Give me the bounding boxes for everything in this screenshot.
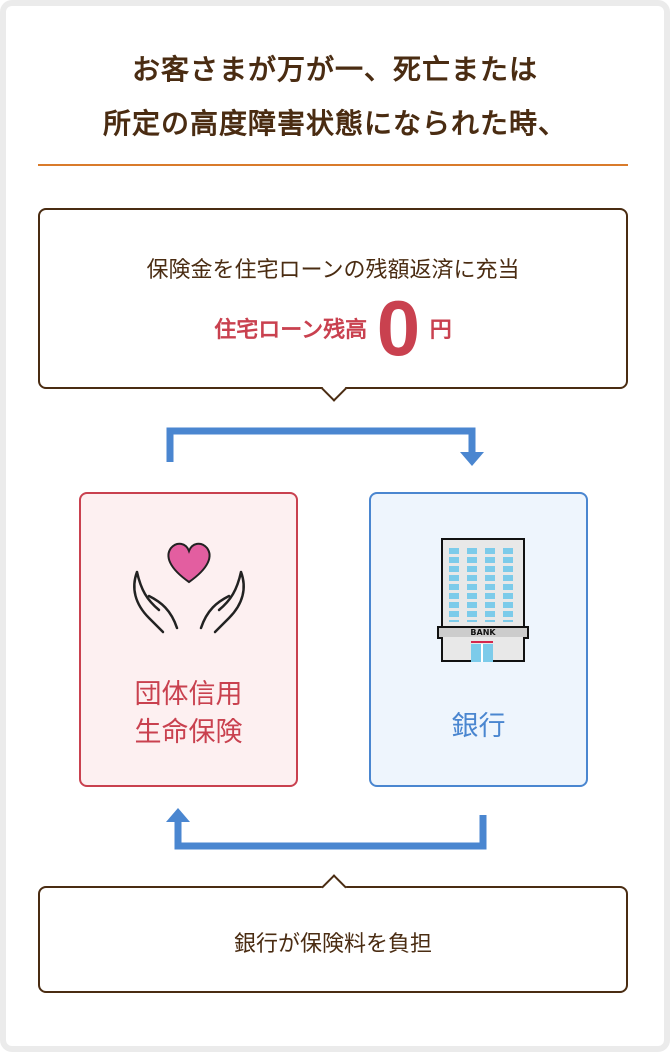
arrow-to-bank [166, 427, 476, 462]
loan-balance-value: 0 [376, 284, 421, 372]
loan-balance: 住宅ローン残高 0 円 [40, 288, 626, 368]
heart-hands-icon [133, 542, 245, 634]
loan-balance-label: 住宅ローン残高 [214, 318, 368, 343]
payout-text: 保険金を住宅ローンの残額返済に充当 [146, 258, 520, 283]
premium-box: 銀行が保険料を負担 [38, 874, 628, 993]
arrowhead-down [460, 452, 484, 466]
bank-building-icon: BANK [437, 538, 529, 664]
title-line-1: お客さまが万が一、死亡または [131, 53, 538, 86]
loan-balance-currency: 円 [429, 318, 452, 343]
divider [38, 164, 628, 166]
bank-card: BANK 銀行 [369, 492, 588, 787]
insurance-payout-box: 保険金を住宅ローンの残額返済に充当 住宅ローン残高 0 円 [38, 208, 628, 402]
insurance-label-1: 団体信用 [134, 679, 243, 710]
arrow-to-insurance [174, 815, 487, 850]
insurance-label-2: 生命保険 [134, 717, 243, 748]
bank-label: 銀行 [451, 711, 506, 742]
arrowhead-up [166, 808, 190, 822]
group-credit-life-insurance-card: 団体信用 生命保険 [79, 492, 298, 787]
premium-text: 銀行が保険料を負担 [233, 932, 432, 957]
title-line-2: 所定の高度障害状態になられた時、 [102, 107, 567, 140]
